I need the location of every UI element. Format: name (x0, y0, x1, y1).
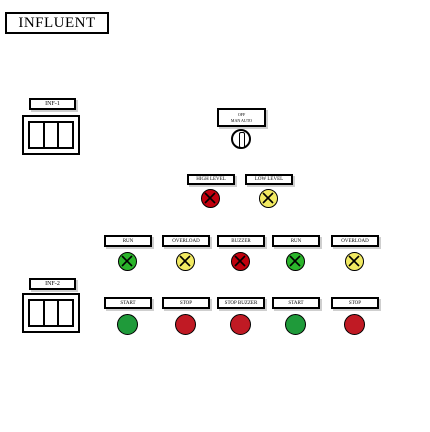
status-label-run: RUN (104, 235, 152, 247)
off-man-auto-selector-switch[interactable] (231, 129, 251, 149)
button-label-start: START (104, 297, 152, 309)
stop-button[interactable] (175, 314, 196, 335)
panel-tag-inf-1: INF-1 (29, 98, 76, 110)
status-lamp-buzzer (231, 252, 250, 271)
high-level-indicator-lamp (201, 189, 220, 208)
status-lamp-overload (345, 252, 364, 271)
breaker-panel-inf-1[interactable] (22, 115, 80, 155)
high-level-label: HIGH LEVEL (187, 174, 235, 185)
panel-tag-inf-2: INF-2 (29, 278, 76, 290)
start-button[interactable] (285, 314, 306, 335)
start-button[interactable] (117, 314, 138, 335)
button-label-stop: STOP (162, 297, 210, 309)
status-lamp-run (118, 252, 137, 271)
selector-label-line1: OFF (237, 111, 246, 117)
selector-knob-icon (239, 132, 245, 148)
status-label-buzzer: BUZZER (217, 235, 265, 247)
stop-buzzer-button[interactable] (230, 314, 251, 335)
low-level-label: LOW LEVEL (245, 174, 293, 185)
selector-label: OFF MAN AUTO (217, 108, 266, 127)
button-label-start: START (272, 297, 320, 309)
stop-button[interactable] (344, 314, 365, 335)
breaker-panel-inner (28, 299, 74, 327)
status-label-overload: OVERLOAD (162, 235, 210, 247)
status-label-run: RUN (272, 235, 320, 247)
selector-label-line2: MAN AUTO (230, 117, 253, 123)
status-lamp-overload (176, 252, 195, 271)
status-label-overload: OVERLOAD (331, 235, 379, 247)
button-label-stop-buzzer: STOP BUZZER (217, 297, 265, 309)
breaker-panel-inf-2[interactable] (22, 293, 80, 333)
button-label-stop: STOP (331, 297, 379, 309)
page-title: INFLUENT (5, 12, 109, 34)
status-lamp-run (286, 252, 305, 271)
breaker-panel-inner (28, 121, 74, 149)
low-level-indicator-lamp (259, 189, 278, 208)
